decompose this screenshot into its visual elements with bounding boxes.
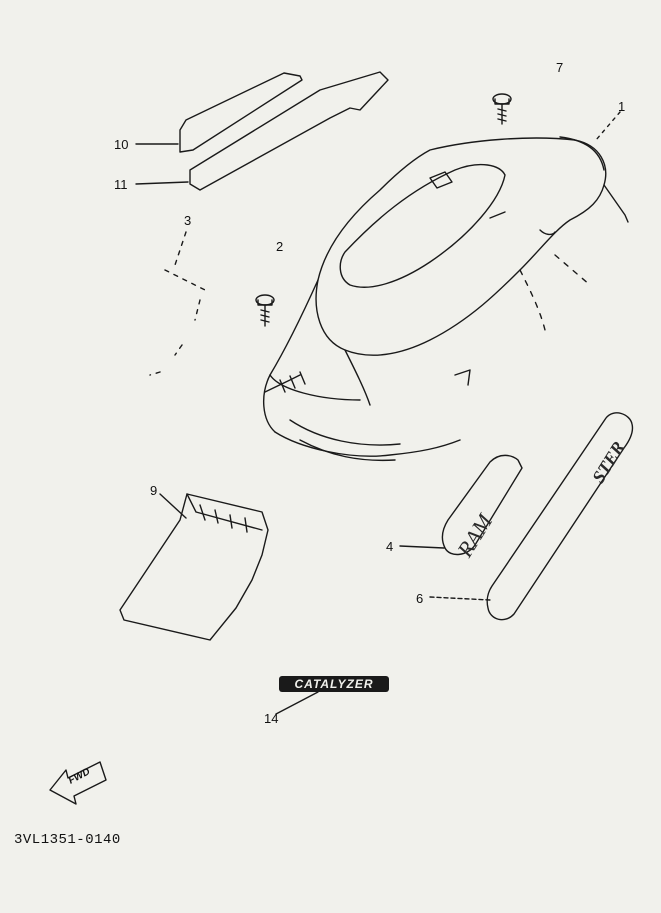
part-4-decal [399,454,523,556]
leader-3 [149,231,206,376]
leader-1 [595,111,621,141]
leader-9 [159,493,187,519]
callout-11: 11 [114,177,128,192]
leader-11 [135,181,189,185]
part-7-screw [492,93,512,125]
callout-10: 10 [114,137,129,152]
callout-14: 14 [264,711,279,726]
callout-9: 9 [150,483,158,498]
part-6-decal [429,412,634,621]
part-10-pad [179,72,303,153]
callout-6: 6 [416,591,424,606]
leader-4 [399,545,445,549]
callout-2: 2 [276,239,284,254]
leader-14 [275,691,319,715]
fwd-arrow-icon [49,761,107,805]
diagram-code: 3VL1351-0140 [14,832,121,848]
part-2-screw [255,294,275,327]
leader-6 [429,596,491,601]
part-9-flap [119,493,269,641]
part-11-strip [189,71,389,191]
catalyzer-decal: CATALYZER [279,676,389,692]
part-1-body [262,136,629,462]
callout-3: 3 [184,213,192,228]
callout-4: 4 [386,539,394,554]
callout-7: 7 [556,60,564,75]
callout-1: 1 [618,99,626,114]
